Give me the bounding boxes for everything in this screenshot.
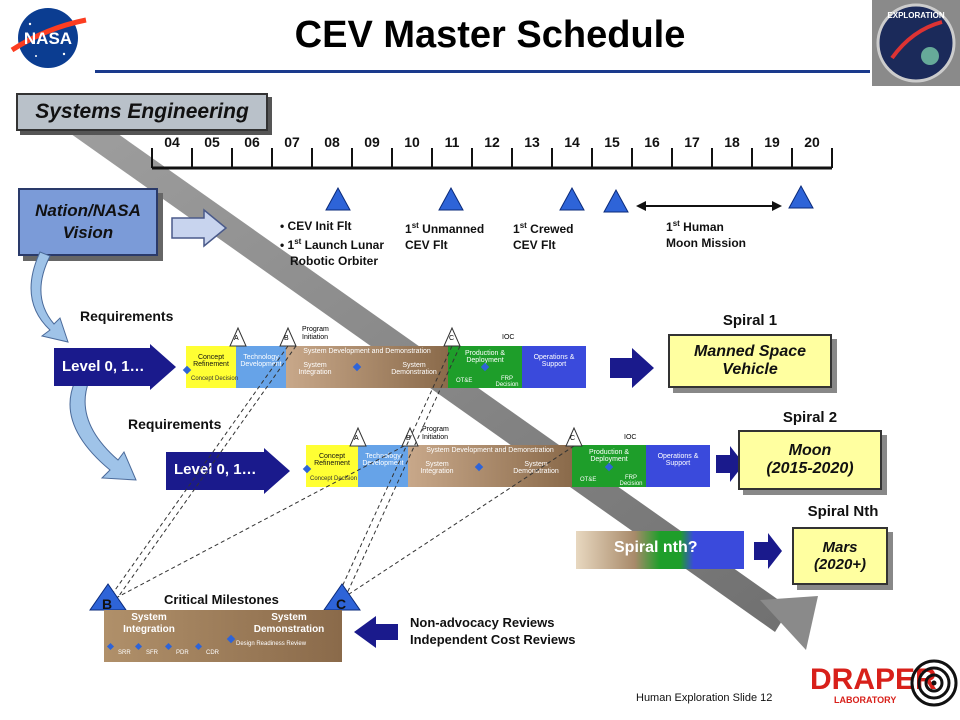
ioc-label-2: IOC — [624, 434, 637, 441]
year-label: 20 — [804, 134, 820, 150]
milestone-label-cev-init: • CEV Init Flt • 1st Launch Lunar Roboti… — [280, 219, 385, 268]
marker-c-1: C — [449, 335, 455, 342]
spiral-nth-arrow — [754, 533, 782, 569]
spiral-nth-bar: Spiral nth? — [576, 531, 744, 569]
concept-refinement-seg: Concept Refinement — [186, 346, 236, 388]
concept-refinement-seg: Concept Refinement — [306, 445, 358, 487]
phase-bar-1-markers — [182, 326, 490, 375]
milestone-c-triangle — [323, 583, 361, 611]
marker-a-1: A — [234, 335, 239, 342]
critical-milestones-bar: System Integration System Demonstration … — [104, 610, 342, 662]
critical-review-diamonds — [106, 634, 236, 651]
reviews-text: Non-advocacy Reviews Independent Cost Re… — [410, 615, 576, 647]
spiral-nth-title: Spiral Nth — [807, 503, 879, 520]
operations-support-seg: Operations & Support — [522, 346, 586, 388]
spiral2-box: Moon(2015-2020) — [738, 430, 882, 490]
year-label: 11 — [444, 134, 460, 150]
program-initiation-label-2: Program Initiation — [422, 426, 449, 441]
concept-decision-label: Concept Decision — [310, 476, 358, 482]
operations-support-seg: Operations & Support — [646, 445, 710, 487]
exploration-logo-text: EXPLORATION — [887, 11, 944, 20]
vision-line1: Nation/NASA — [35, 201, 141, 220]
critical-system-demonstration: System Demonstration — [253, 612, 325, 635]
phase-bar-2: Concept Refinement Technology Developmen… — [306, 445, 710, 487]
draper-sub: LABORATORY — [834, 695, 896, 705]
draper-logo: DRAPER LABORATORY — [808, 655, 958, 713]
slide-footer: Human Exploration Slide 12 — [636, 692, 773, 704]
milestone-triangle — [325, 186, 351, 211]
milestone-label-crewed: 1st Crewed CEV Flt — [513, 221, 574, 252]
requirements-label-1: Requirements — [80, 308, 174, 324]
review-srr: SRR — [118, 650, 131, 656]
spiral2-arrow — [716, 446, 744, 482]
year-label: 07 — [284, 134, 300, 150]
milestone-c-letter: C — [336, 596, 347, 612]
year-label: 15 — [604, 134, 620, 150]
spiral2-title: Spiral 2 — [782, 409, 838, 426]
concept-decision-label: Concept Decision — [191, 376, 239, 382]
year-label: 13 — [524, 134, 540, 150]
nasa-vision-box: Nation/NASA Vision — [18, 188, 158, 256]
level-label-2: Level 0, 1… — [174, 461, 257, 478]
timeline-axis — [151, 148, 833, 170]
level-arrow-2 — [166, 448, 290, 494]
requirements-label-2: Requirements — [128, 416, 222, 432]
reviews-arrow — [354, 616, 398, 648]
milestone-label-unmanned: 1st Unmanned CEV Flt — [405, 221, 485, 252]
marker-b-1: B — [284, 335, 289, 342]
review-pdr: PDR — [176, 650, 189, 656]
milestone-b-letter: B — [102, 596, 113, 612]
milestone-triangle — [438, 186, 464, 211]
sdd-seg: System Development and Demonstration Sys… — [286, 346, 448, 388]
title-divider — [95, 70, 870, 73]
year-label: 12 — [484, 134, 500, 150]
vision-line2: Vision — [62, 223, 114, 242]
nasa-logo: NASA — [6, 6, 90, 70]
page-title: CEV Master Schedule — [294, 14, 686, 56]
marker-a-2: A — [354, 435, 359, 442]
spiral1-title: Spiral 1 — [722, 312, 778, 329]
level-arrow-1 — [54, 344, 176, 390]
year-label: 14 — [564, 134, 580, 150]
marker-c-2: C — [570, 435, 576, 442]
year-label: 16 — [644, 134, 660, 150]
year-label: 05 — [204, 134, 220, 150]
review-cdr: CDR — [206, 650, 219, 656]
year-label: 10 — [404, 134, 420, 150]
milestone-triangle — [788, 184, 814, 209]
year-label: 18 — [724, 134, 740, 150]
critical-drr-label: Design Readiness Review — [236, 641, 307, 647]
vision-arrow — [171, 208, 228, 248]
technology-development-seg: Technology Development — [236, 346, 286, 388]
exploration-logo: EXPLORATION — [872, 0, 960, 86]
spiral1-arrow — [610, 348, 654, 388]
year-label: 04 — [164, 134, 180, 150]
marker-b-2: B — [406, 435, 411, 442]
critical-milestones-title: Critical Milestones — [164, 592, 279, 607]
systems-engineering-box: Systems Engineering — [16, 93, 268, 131]
year-label: 08 — [324, 134, 340, 150]
year-label: 19 — [764, 134, 780, 150]
year-label: 17 — [684, 134, 700, 150]
milestone-triangle — [603, 188, 629, 213]
critical-system-integration: System Integration — [123, 612, 175, 635]
review-sfr: SFR — [146, 650, 158, 656]
milestone-label-moon-mission: 1st Human Moon Mission — [666, 219, 746, 250]
year-label: 06 — [244, 134, 260, 150]
spiral-nth-box: Mars(2020+) — [792, 527, 888, 585]
milestone-triangle — [559, 186, 585, 211]
spiral-nth-bar-label: Spiral nth? — [614, 539, 698, 556]
program-initiation-label-1: Program Initiation — [302, 326, 329, 341]
level-label-1: Level 0, 1… — [62, 358, 145, 375]
ioc-label-1: IOC — [502, 334, 515, 341]
nasa-logo-text: NASA — [24, 29, 72, 48]
year-label: 09 — [364, 134, 380, 150]
